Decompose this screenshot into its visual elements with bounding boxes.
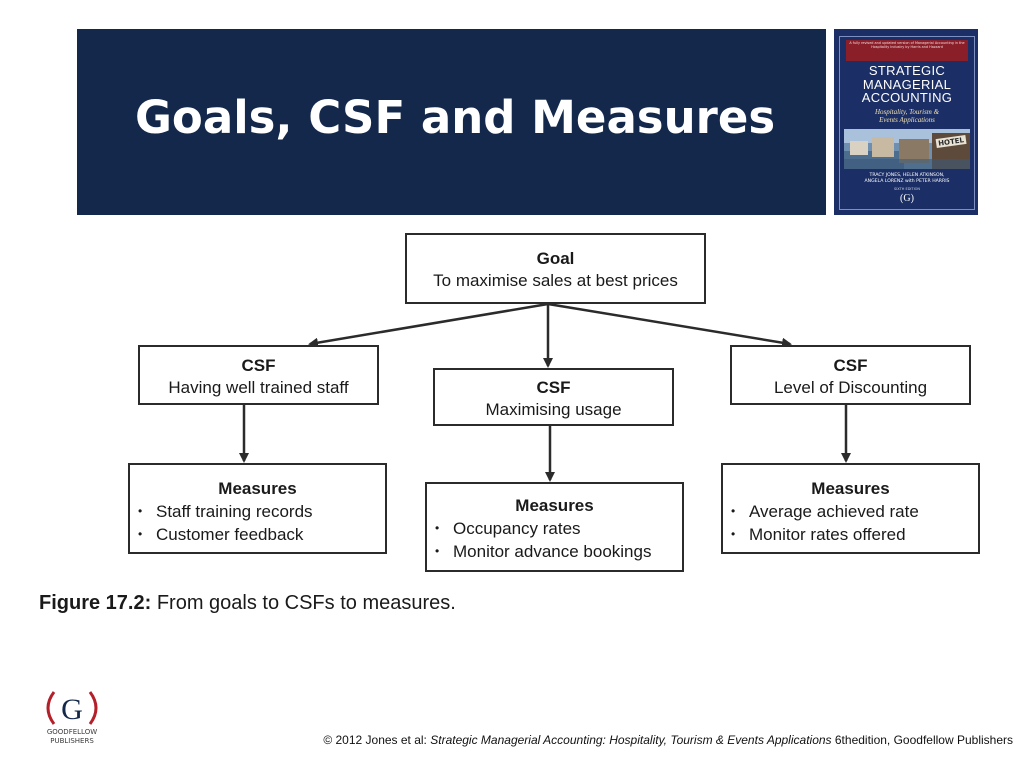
figure-caption-label: Figure 17.2: — [39, 592, 152, 614]
book-title: STRATEGIC MANAGERIAL ACCOUNTING — [840, 64, 974, 105]
copyright-suffix: 6thedition, Goodfellow Publishers — [831, 733, 1013, 747]
book-author-line: TRACY JONES, HELEN ATKINSON, — [869, 173, 945, 178]
book-cover-photo: HOTEL — [844, 129, 970, 169]
csf-box-discounting: CSF Level of Discounting — [730, 345, 971, 405]
measures-list: • Average achieved rate • Monitor rates of… — [723, 500, 978, 546]
copyright-notice: © 2012 Jones et al: Strategic Managerial… — [323, 733, 1013, 747]
bullet-icon: • — [138, 527, 143, 541]
measure-text: Monitor rates offered — [749, 525, 906, 544]
arrow-goal-to-csf-left — [308, 302, 549, 348]
measures-list: • Staff training records • Customer feedba… — [130, 500, 385, 546]
goal-box: Goal To maximise sales at best prices — [405, 233, 706, 304]
book-logo-letter: G — [903, 193, 911, 204]
book-publisher-logo: (G) — [900, 193, 914, 204]
book-subtitle-line: Hospitality, Tourism & — [874, 108, 940, 116]
csf-text: Level of Discounting — [773, 378, 928, 397]
list-item: • Monitor advance bookings — [435, 540, 682, 563]
publisher-name-line: PUBLISHERS — [50, 737, 94, 745]
publisher-logo: G — [46, 691, 98, 726]
measures-box-discounting: Measures • Average achieved rate • Monitor… — [721, 463, 980, 554]
list-item: • Monitor rates offered — [731, 523, 978, 546]
csf-heading: CSF — [833, 356, 868, 375]
book-author-line: ANGELA LORENZ with PETER HARRIS — [864, 179, 950, 184]
book-title-line: ACCOUNTING — [861, 90, 953, 105]
book-photo-sign: HOTEL — [938, 136, 965, 148]
csf-text: Having well trained staff — [168, 378, 349, 397]
csf-box-usage: CSF Maximising usage — [433, 368, 674, 426]
book-subtitle-line: Events Applications — [879, 116, 935, 124]
book-blurb: A fully revised and updated version of M… — [846, 40, 968, 61]
bullet-icon: • — [138, 504, 143, 518]
measure-text: Customer feedback — [156, 525, 304, 544]
figure-caption-text: From goals to CSFs to measures. — [151, 592, 456, 614]
book-authors: TRACY JONES, HELEN ATKINSON, ANGELA LORE… — [840, 173, 974, 185]
csf-box-staff: CSF Having well trained staff — [138, 345, 379, 405]
publisher-logo-letter: G — [61, 693, 83, 726]
list-item: • Occupancy rates — [435, 517, 682, 540]
bullet-icon: • — [435, 521, 440, 535]
slide-title: Goals, CSF and Measures — [135, 91, 776, 144]
goal-text: To maximise sales at best prices — [433, 271, 678, 290]
publisher-name: GOODFELLOW PUBLISHERS — [34, 728, 110, 746]
measure-text: Staff training records — [156, 502, 313, 521]
goal-heading: Goal — [536, 249, 575, 268]
measures-heading: Measures — [218, 479, 297, 498]
measures-box-usage: Measures • Occupancy rates • Monitor advan… — [425, 482, 684, 572]
book-cover: A fully revised and updated version of M… — [834, 29, 978, 215]
csf-heading: CSF — [241, 356, 276, 375]
list-item: • Staff training records — [138, 500, 385, 523]
book-cover-frame: A fully revised and updated version of M… — [839, 36, 975, 210]
title-bar: Goals, CSF and Measures — [77, 29, 826, 215]
bullet-icon: • — [435, 544, 440, 558]
book-title-line: STRATEGIC — [868, 63, 946, 78]
bullet-icon: • — [731, 504, 736, 518]
csf-text: Maximising usage — [485, 400, 622, 419]
copyright-book-title: Strategic Managerial Accounting: Hospita… — [430, 733, 832, 747]
measures-heading: Measures — [811, 479, 890, 498]
measure-text: Average achieved rate — [749, 502, 919, 521]
measures-box-staff: Measures • Staff training records • Custom… — [128, 463, 387, 554]
list-item: • Average achieved rate — [731, 500, 978, 523]
bullet-icon: • — [731, 527, 736, 541]
measure-text: Occupancy rates — [453, 519, 581, 538]
figure-caption: Figure 17.2: From goals to CSFs to measu… — [39, 592, 456, 615]
book-subtitle: Hospitality, Tourism & Events Applicatio… — [840, 108, 974, 124]
csf-heading: CSF — [536, 378, 571, 397]
arrow-goal-to-csf-right — [547, 302, 792, 348]
measure-text: Monitor advance bookings — [453, 542, 652, 561]
list-item: • Customer feedback — [138, 523, 385, 546]
book-edition: SIXTH EDITION — [894, 187, 920, 191]
book-title-line: MANAGERIAL — [862, 76, 952, 92]
measures-list: • Occupancy rates • Monitor advance bookin… — [427, 517, 682, 563]
measures-heading: Measures — [515, 496, 594, 515]
publisher-name-line: GOODFELLOW — [46, 728, 98, 736]
copyright-prefix: © 2012 Jones et al: — [323, 733, 431, 747]
